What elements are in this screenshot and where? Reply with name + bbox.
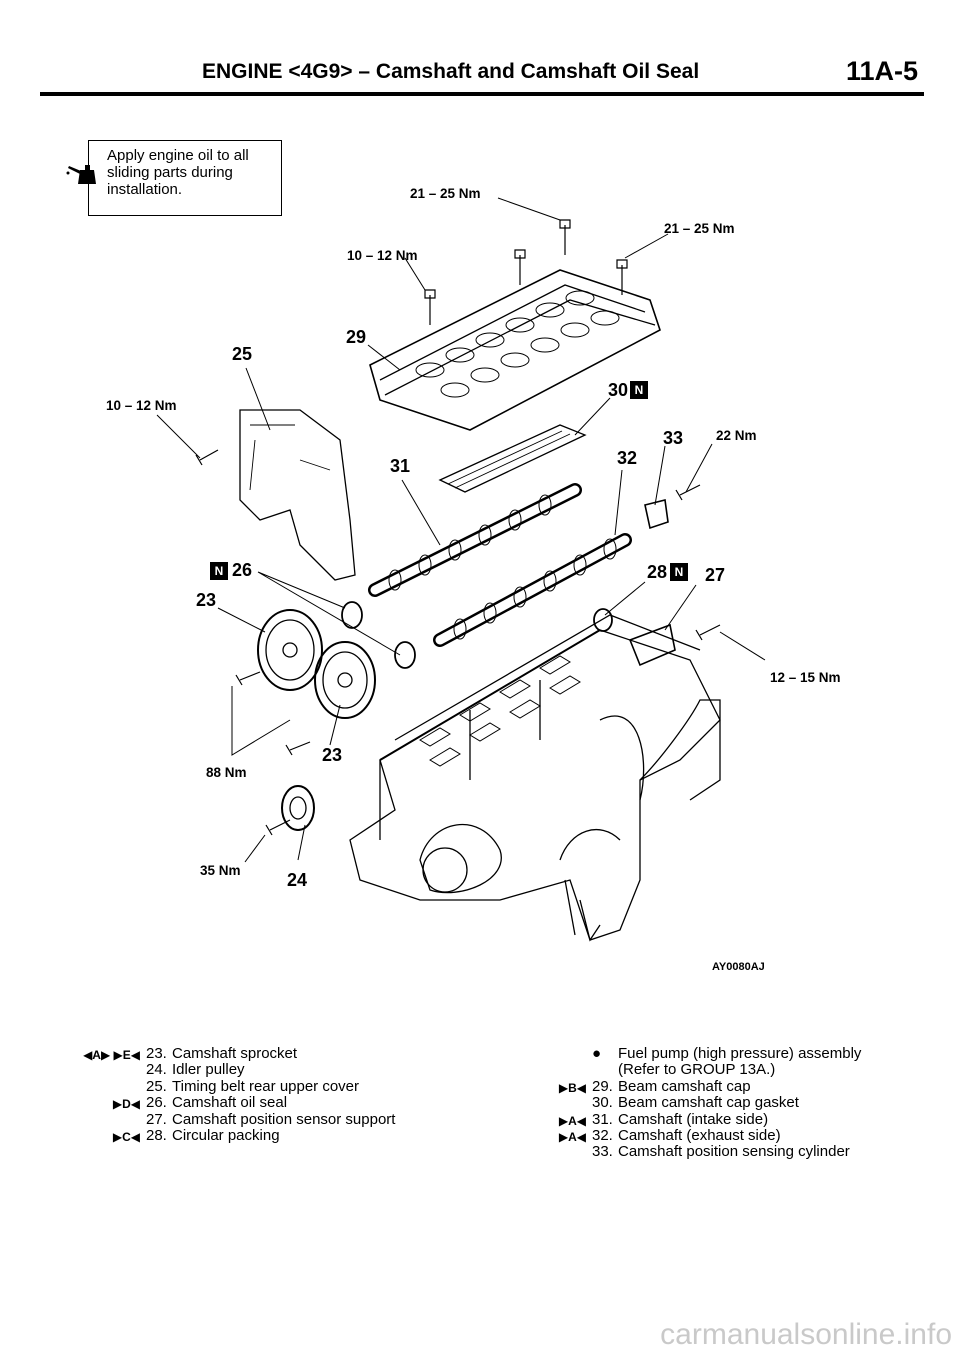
camshaft-sprocket-lower — [314, 641, 376, 719]
camshaft-sprocket-upper — [257, 609, 323, 691]
part-number: 26 — [232, 560, 253, 580]
torque-label: 22 Nm — [716, 428, 757, 443]
list-item: 24.Idler pulley — [146, 1061, 245, 1079]
lubrication-note: Apply engine oil to all sliding parts du… — [88, 140, 282, 216]
procedure-mark: ▶C◀ — [112, 1129, 140, 1144]
figure-code: AY0080AJ — [712, 961, 765, 973]
oil-seal-2 — [394, 641, 416, 669]
list-item: 27.Camshaft position sensor support — [146, 1110, 396, 1128]
part-number: 29 — [346, 327, 367, 347]
parts-list-left: ◀A▶ ▶E◀23.Camshaft sprocket 24.Idler pul… — [83, 1045, 396, 1144]
procedure-mark: ▶A◀ — [558, 1129, 586, 1144]
exploded-diagram — [156, 197, 766, 942]
part-number: 31 — [390, 456, 411, 476]
note-line-3: installation. — [107, 181, 183, 198]
torque-label: 12 – 15 Nm — [770, 670, 841, 685]
list-item: (Refer to GROUP 13A.) — [618, 1061, 776, 1079]
part-number: 28 — [647, 562, 668, 582]
sensing-cylinder — [644, 499, 669, 530]
list-item: ▶A◀31.Camshaft (intake side) — [558, 1110, 769, 1128]
procedure-mark: ▶B◀ — [558, 1080, 586, 1095]
parts-list-right: ●Fuel pump (high pressure) assembly (Ref… — [558, 1045, 862, 1161]
new-part-mark: N — [670, 563, 688, 581]
part-number: 32 — [617, 448, 638, 468]
procedure-mark: ◀A▶ ▶E◀ — [83, 1048, 140, 1062]
list-item: ▶C◀28.Circular packing — [112, 1126, 280, 1144]
list-item: 33.Camshaft position sensing cylinder — [592, 1143, 850, 1161]
new-part-mark: N — [210, 562, 228, 580]
procedure-mark: ▶A◀ — [558, 1113, 586, 1128]
part-number: 25 — [232, 344, 253, 364]
page-header: ENGINE <4G9> – Camshaft and Camshaft Oil… — [40, 56, 924, 96]
beam-camshaft-cap — [369, 269, 661, 431]
circular-packing — [593, 608, 613, 632]
leader-lines — [156, 197, 766, 863]
oil-can-icon — [66, 165, 96, 184]
list-item: ▶A◀32.Camshaft (exhaust side) — [558, 1126, 781, 1144]
note-line-2: sliding parts during — [107, 164, 233, 181]
torque-label: 21 – 25 Nm — [664, 221, 735, 236]
list-item: 25.Timing belt rear upper cover — [146, 1077, 360, 1095]
part-number: 33 — [663, 428, 684, 448]
procedure-mark: ▶D◀ — [112, 1097, 140, 1112]
camshaft-cap-gasket — [438, 424, 587, 493]
list-item: ▶B◀29.Beam camshaft cap — [558, 1077, 751, 1095]
torque-label: 35 Nm — [200, 863, 241, 878]
page-number: 11A-5 — [845, 56, 918, 86]
camshaft-exhaust — [433, 533, 632, 647]
idler-pulley — [281, 785, 315, 831]
part-number: 27 — [705, 565, 726, 585]
torque-label: 88 Nm — [206, 765, 247, 780]
note-line-1: Apply engine oil to all — [107, 147, 249, 164]
watermark: carmanualsonline.info — [660, 1318, 952, 1351]
torque-label: 21 – 25 Nm — [410, 186, 481, 201]
list-item: ◀A▶ ▶E◀23.Camshaft sprocket — [83, 1045, 298, 1062]
list-item: ▶D◀26.Camshaft oil seal — [112, 1094, 288, 1112]
cylinder-head-block — [349, 614, 721, 942]
oil-seal-1 — [341, 601, 363, 629]
part-number: 23 — [322, 745, 343, 765]
list-item: 30.Beam camshaft cap gasket — [592, 1094, 799, 1112]
list-item: ●Fuel pump (high pressure) assembly — [592, 1045, 862, 1062]
sensor-support — [628, 623, 676, 667]
page-title: ENGINE <4G9> – Camshaft and Camshaft Oil… — [202, 60, 700, 83]
bolts — [195, 219, 721, 836]
new-part-mark: N — [630, 381, 648, 399]
torque-label: 10 – 12 Nm — [347, 248, 418, 263]
torque-label: 10 – 12 Nm — [106, 398, 177, 413]
part-number: 30 — [608, 380, 629, 400]
timing-belt-rear-cover — [239, 409, 356, 581]
camshaft-intake — [368, 483, 582, 597]
part-number: 24 — [287, 870, 308, 890]
part-number: 23 — [196, 590, 217, 610]
